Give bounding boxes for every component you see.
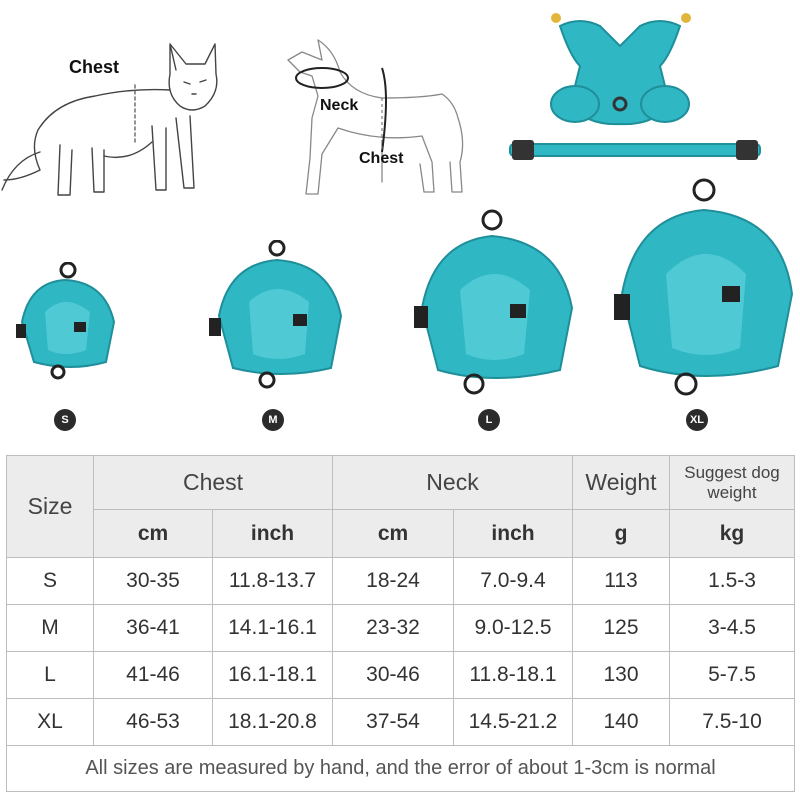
unit-chest-cm: cm [93,509,213,558]
table-row: L 41-46 16.1-18.1 30-46 11.8-18.1 130 5-… [6,651,795,699]
cell-neck-inch: 11.8-18.1 [453,651,573,699]
header-chest: Chest [93,455,333,510]
cat-outline-illustration [1,43,218,196]
size-badge-l: L [478,409,500,431]
cell-size: L [6,651,94,699]
dog-chest-label: Chest [359,150,404,167]
size-badge-xl: XL [686,409,708,431]
size-badge-s: S [54,409,76,431]
size-chart-table: Size Chest Neck Weight Suggest dog weigh… [6,455,795,792]
cell-neck-cm: 30-46 [332,651,454,699]
header-neck: Neck [332,455,573,510]
unit-chest-inch: inch [212,509,333,558]
size-badge-m: M [262,409,284,431]
cell-weight: 130 [572,651,670,699]
unit-neck-inch: inch [453,509,573,558]
unit-dog-kg: kg [669,509,795,558]
unit-neck-cm: cm [332,509,454,558]
cell-neck-inch: 9.0-12.5 [453,604,573,652]
cat-chest-label: Chest [69,57,120,77]
cell-dog-weight: 1.5-3 [669,557,795,605]
table-row: S 30-35 11.8-13.7 18-24 7.0-9.4 113 1.5-… [6,557,795,605]
table-row: XL 46-53 18.1-20.8 37-54 14.5-21.2 140 7… [6,698,795,746]
cell-neck-cm: 23-32 [332,604,454,652]
cell-neck-cm: 18-24 [332,557,454,605]
cell-weight: 140 [572,698,670,746]
cell-weight: 113 [572,557,670,605]
measurement-note: All sizes are measured by hand, and the … [6,745,795,792]
cell-neck-inch: 7.0-9.4 [453,557,573,605]
cell-chest-inch: 14.1-16.1 [212,604,333,652]
harness-flat-photo [509,13,761,160]
cell-chest-inch: 11.8-13.7 [212,557,333,605]
header-suggest-dog-weight: Suggest dog weight [669,455,795,510]
table-row: M 36-41 14.1-16.1 23-32 9.0-12.5 125 3-4… [6,604,795,652]
dog-outline-illustration [287,39,464,195]
cell-size: S [6,557,94,605]
cell-chest-cm: 36-41 [93,604,213,652]
harness-size-s-photo [16,262,116,380]
header-size: Size [6,455,94,558]
harness-size-l-photo [414,209,574,395]
harness-size-xl-photo [614,178,794,396]
cell-size: M [6,604,94,652]
unit-weight-g: g [572,509,670,558]
cell-weight: 125 [572,604,670,652]
cell-dog-weight: 5-7.5 [669,651,795,699]
cell-neck-inch: 14.5-21.2 [453,698,573,746]
cell-chest-inch: 16.1-18.1 [212,651,333,699]
cell-chest-inch: 18.1-20.8 [212,698,333,746]
cell-chest-cm: 46-53 [93,698,213,746]
cell-neck-cm: 37-54 [332,698,454,746]
header-weight: Weight [572,455,670,510]
cell-size: XL [6,698,94,746]
cell-dog-weight: 3-4.5 [669,604,795,652]
cell-dog-weight: 7.5-10 [669,698,795,746]
dog-neck-label: Neck [320,97,359,114]
harness-size-m-photo [209,240,343,389]
cell-chest-cm: 30-35 [93,557,213,605]
cell-chest-cm: 41-46 [93,651,213,699]
